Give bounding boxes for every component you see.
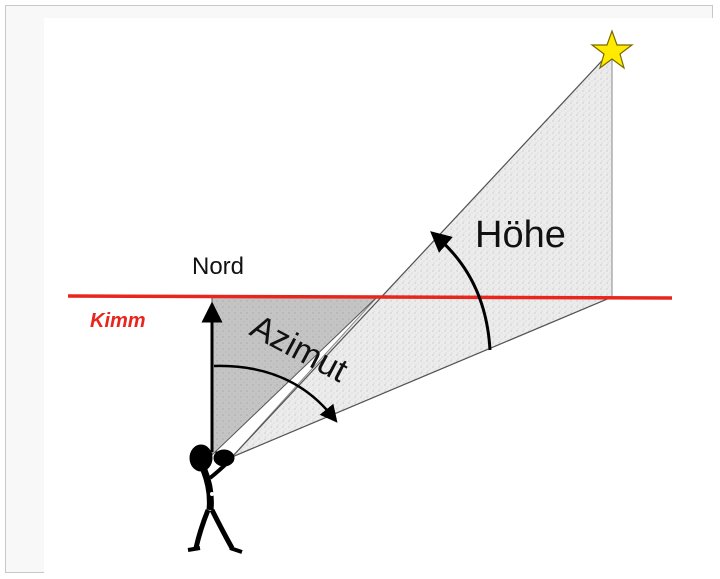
north-label: Nord <box>192 253 244 280</box>
horizon-line <box>67 294 673 300</box>
azimuth-arc <box>213 364 338 423</box>
observer-figure-icon <box>187 444 243 554</box>
sightline-to-star <box>231 49 613 458</box>
sightline-to-horizon <box>231 296 613 458</box>
altitude-arc <box>430 231 492 351</box>
altitude-label: Höhe <box>475 214 566 256</box>
horizon-label: Kimm <box>90 310 146 332</box>
star-icon <box>590 29 634 70</box>
